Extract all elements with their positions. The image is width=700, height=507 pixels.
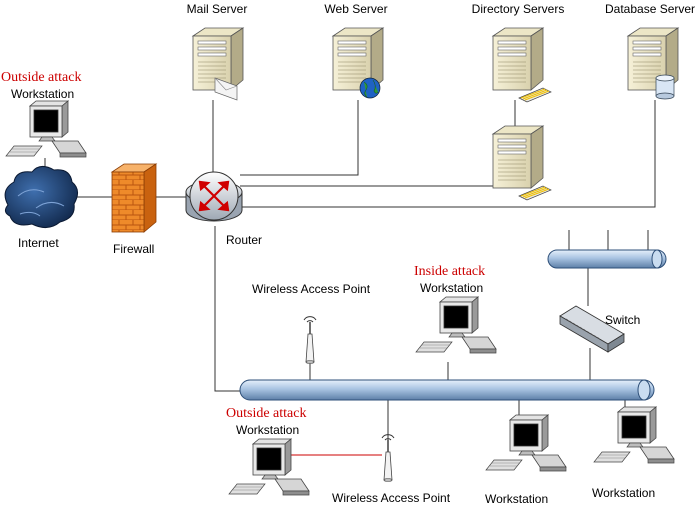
label-wireless-ap-top: Wireless Access Point xyxy=(252,282,371,296)
label-outside-attack-top: Outside attack xyxy=(1,70,82,85)
disk-array-icon xyxy=(518,185,552,201)
server-tower-icon xyxy=(492,27,552,103)
network-switch-icon xyxy=(559,305,625,353)
desktop-computer-icon xyxy=(228,438,310,496)
brick-firewall-icon xyxy=(110,163,158,233)
label-workstation-bottom-right: Workstation xyxy=(592,486,656,500)
mail-envelope-icon xyxy=(214,77,238,101)
label-mail-server: Mail Server xyxy=(186,2,248,16)
label-internet: Internet xyxy=(18,236,59,250)
internet-cloud-icon xyxy=(4,166,78,228)
backbone-bus xyxy=(547,249,667,269)
label-outside-attack-bottom: Outside attack xyxy=(226,406,307,421)
server-tower-icon xyxy=(492,125,552,201)
link-database-server xyxy=(240,100,656,208)
label-router: Router xyxy=(226,233,263,247)
router-icon xyxy=(185,171,243,222)
server-tower-icon xyxy=(332,27,384,99)
label-workstation-bottom-mid: Workstation xyxy=(485,492,549,506)
database-cylinder-icon xyxy=(655,74,675,100)
server-tower-icon xyxy=(627,27,679,100)
label-switch: Switch xyxy=(605,313,641,327)
label-workstation-bottom-left: Workstation xyxy=(236,423,300,437)
globe-icon xyxy=(359,77,381,99)
label-workstation-top: Workstation xyxy=(11,87,75,101)
connection-lines xyxy=(44,100,656,440)
label-database-server: Database Server xyxy=(605,2,696,16)
desktop-computer-icon xyxy=(593,406,675,464)
label-wireless-ap-bottom: Wireless Access Point xyxy=(332,491,451,505)
label-web-server: Web Server xyxy=(324,2,388,16)
desktop-computer-icon xyxy=(485,414,567,472)
link-web-server xyxy=(240,100,359,176)
label-inside-attack: Inside attack xyxy=(414,264,486,279)
wireless-antenna-icon xyxy=(381,433,395,483)
wireless-antenna-icon xyxy=(303,315,317,365)
label-workstation-mid: Workstation xyxy=(420,281,484,295)
link-router-bus xyxy=(214,226,240,392)
disk-array-icon xyxy=(518,87,552,103)
server-tower-icon xyxy=(192,27,244,101)
lan-bus xyxy=(239,379,655,401)
desktop-computer-icon xyxy=(415,296,497,354)
label-firewall: Firewall xyxy=(113,242,155,256)
label-directory-servers: Directory Servers xyxy=(471,2,565,16)
desktop-computer-icon xyxy=(5,100,87,158)
